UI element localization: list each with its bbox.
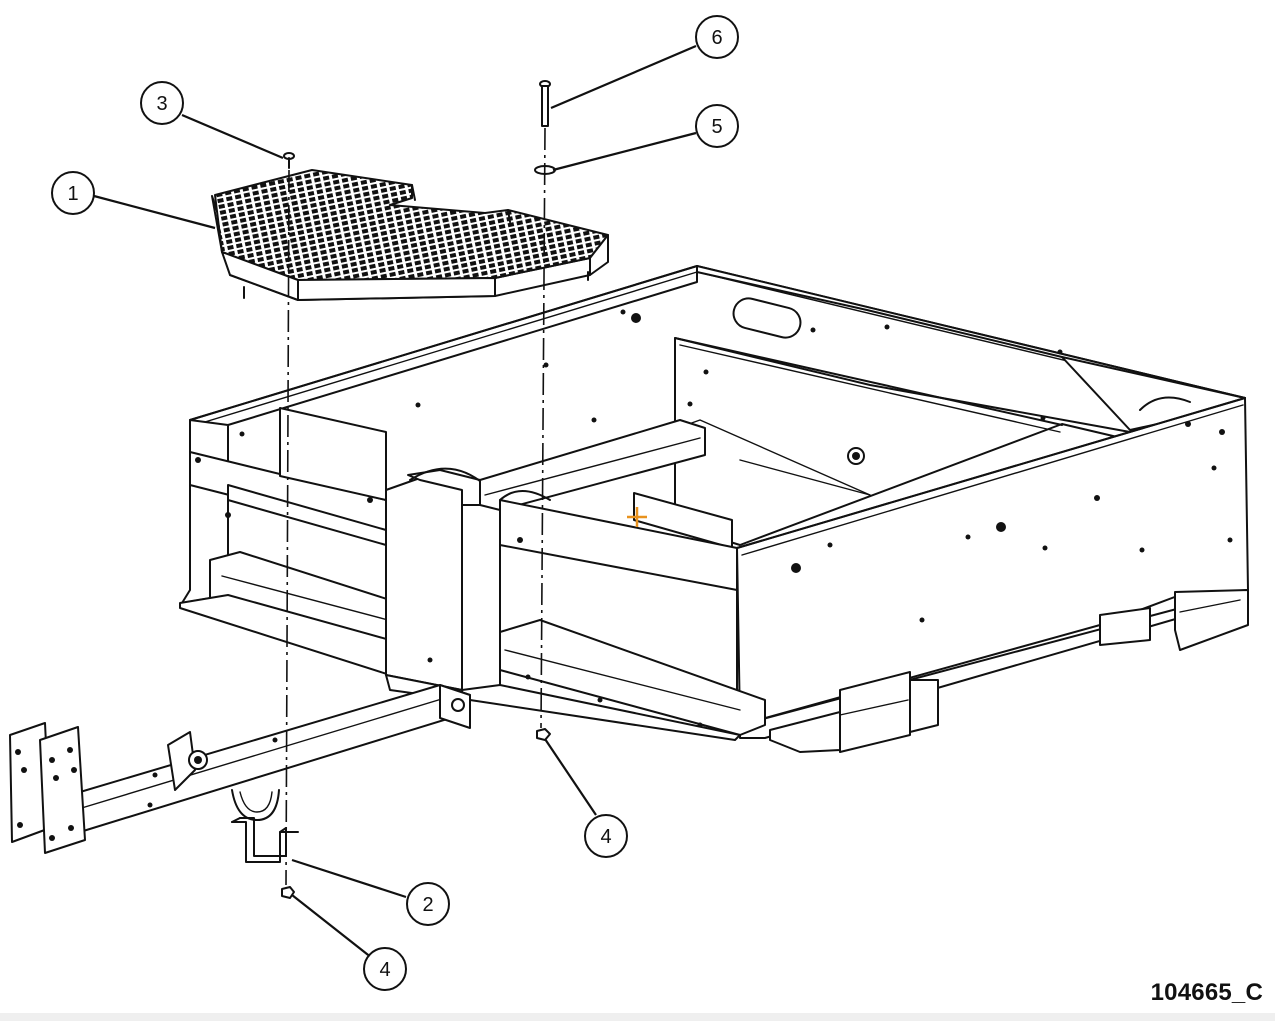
tongue-beam <box>69 684 471 833</box>
frame-foot-mid <box>1099 607 1151 646</box>
leader-lines <box>93 44 697 959</box>
hitch-plate-right <box>39 726 86 854</box>
balloon-2-label: 2 <box>422 894 433 916</box>
frame-foot-right <box>1174 589 1249 651</box>
frame-center-post <box>385 477 463 691</box>
balloon-6-label: 6 <box>711 27 722 49</box>
balloon-4-lower-label: 4 <box>379 959 390 981</box>
drawing-number: 104665_C <box>1150 979 1263 1006</box>
balloon-4-lower: 4 <box>363 947 407 991</box>
nut-4-right <box>536 728 551 741</box>
balloon-1: 1 <box>51 171 95 215</box>
cursor-crosshair <box>627 507 647 527</box>
balloon-4-right: 4 <box>584 814 628 858</box>
frame-handle-slot <box>732 297 802 339</box>
tongue-assembly <box>9 684 471 854</box>
bottom-edge-strip <box>0 1013 1275 1021</box>
part-step-grate <box>211 169 609 301</box>
tongue-loop <box>231 789 280 821</box>
tongue-bolt <box>451 698 465 712</box>
main-frame <box>179 265 1249 753</box>
assembly-centerlines <box>285 127 546 886</box>
balloon-3-label: 3 <box>156 93 167 115</box>
tongue-bracket <box>167 731 196 791</box>
part-u-bracket <box>231 817 299 863</box>
balloon-3: 3 <box>140 81 184 125</box>
frame-center-rail <box>479 419 706 511</box>
balloon-4-right-label: 4 <box>600 826 611 848</box>
frame-holes <box>195 309 1233 728</box>
frame-right-upper-rail <box>499 499 738 591</box>
balloon-6: 6 <box>695 15 739 59</box>
balloon-5: 5 <box>695 104 739 148</box>
balloon-2: 2 <box>406 882 450 926</box>
balloon-5-label: 5 <box>711 116 722 138</box>
balloon-1-label: 1 <box>67 183 78 205</box>
part-fasteners <box>281 80 556 899</box>
